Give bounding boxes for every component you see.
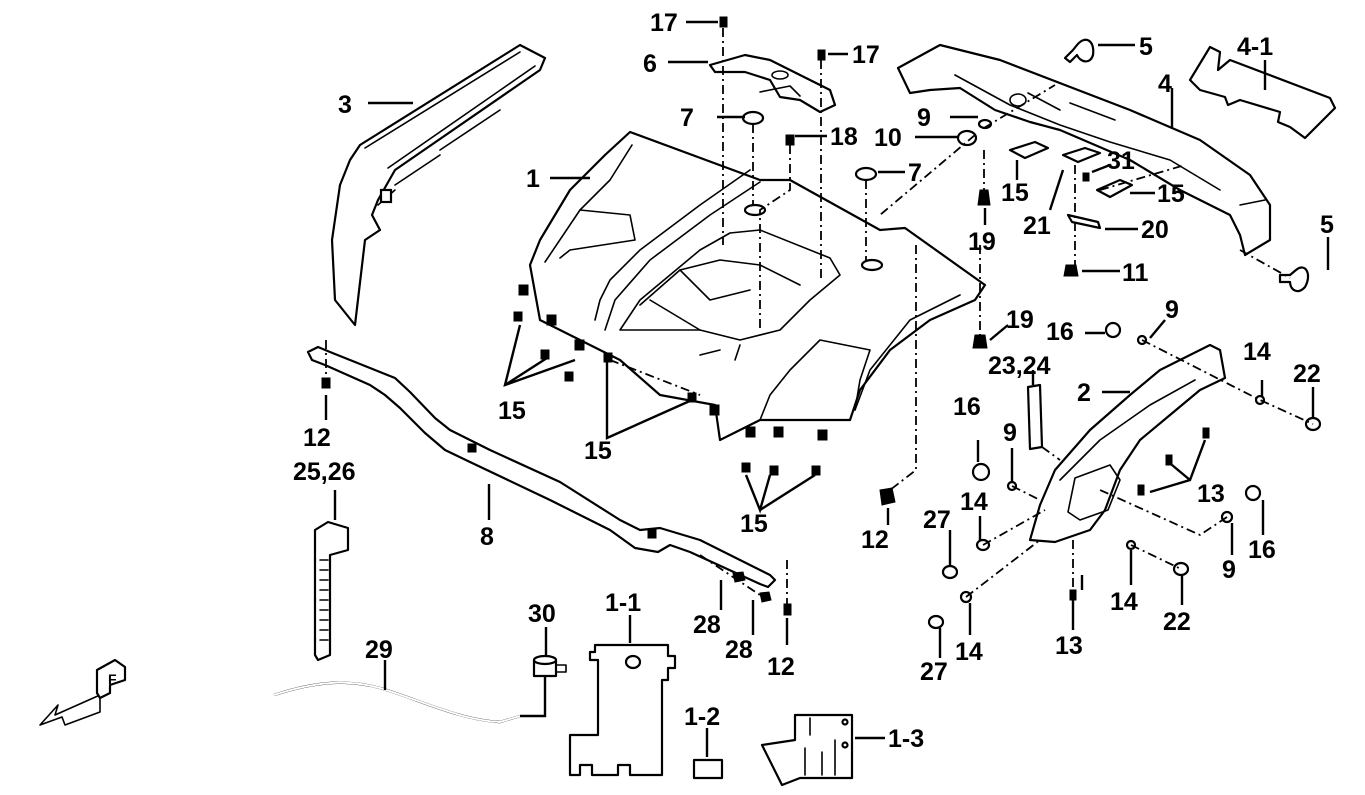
callout-30: 30 — [528, 600, 556, 628]
callout-1-3: 1-3 — [888, 725, 924, 753]
part-4-1-pad — [1188, 45, 1337, 140]
callout-7: 7 — [680, 104, 694, 132]
callout-15: 15 — [584, 437, 612, 465]
callout-8: 8 — [480, 523, 494, 551]
callout-15: 15 — [1157, 180, 1185, 208]
callout-14: 14 — [955, 638, 983, 666]
callout-14: 14 — [960, 488, 988, 516]
part-25-26-cable-tie — [313, 520, 350, 662]
callout-18: 18 — [830, 123, 858, 151]
callout-12: 12 — [861, 526, 889, 554]
clip-set-15-left — [513, 284, 828, 476]
part-1-2-label — [692, 758, 724, 780]
orientation-mark-label: F — [108, 671, 117, 687]
hardware-fasteners — [321, 16, 1322, 630]
part-1-1-label — [568, 643, 677, 777]
callout-3: 3 — [338, 91, 352, 119]
part-3-side-cover-left — [330, 43, 547, 327]
callout-27: 27 — [923, 506, 951, 534]
callout-5: 5 — [1320, 211, 1334, 239]
front-direction-arrow-icon: F — [39, 658, 127, 726]
callout-17: 17 — [852, 41, 880, 69]
callout-21: 21 — [1023, 212, 1051, 240]
callout-28: 28 — [693, 611, 721, 639]
callout-20: 20 — [1141, 216, 1169, 244]
callout-19: 19 — [1006, 306, 1034, 334]
callout-9: 9 — [1165, 296, 1179, 324]
callout-6: 6 — [643, 50, 657, 78]
callout-15: 15 — [1001, 179, 1029, 207]
callout-4: 4 — [1158, 70, 1172, 98]
callout-2: 2 — [1077, 379, 1091, 407]
callout-25-26: 25,26 — [293, 458, 356, 486]
callout-11: 11 — [1122, 259, 1149, 287]
callout-12: 12 — [767, 653, 795, 681]
callout-27: 27 — [920, 658, 948, 686]
callout-22: 22 — [1163, 608, 1191, 636]
callout-5: 5 — [1139, 33, 1153, 61]
callout-labels: 17 6 17 5 4-1 4 3 7 18 9 10 1 7 15 31 15… — [293, 9, 1334, 753]
callout-13: 13 — [1055, 632, 1083, 660]
callout-22: 22 — [1293, 360, 1321, 388]
callout-13: 13 — [1197, 480, 1225, 508]
callout-31: 31 — [1107, 147, 1135, 175]
callout-9: 9 — [917, 104, 931, 132]
callout-1: 1 — [526, 165, 540, 193]
part-29-hose — [273, 681, 521, 724]
callout-9: 9 — [1003, 419, 1017, 447]
callout-15: 15 — [740, 510, 768, 538]
leader-lines — [324, 20, 1330, 757]
part-30-clamp — [520, 654, 567, 718]
callout-19: 19 — [968, 228, 996, 256]
callout-7: 7 — [908, 159, 922, 187]
callout-4-1: 4-1 — [1237, 33, 1273, 61]
callout-29: 29 — [365, 636, 393, 664]
callout-1-2: 1-2 — [684, 703, 720, 731]
callout-1-1: 1-1 — [605, 589, 641, 617]
callout-10: 10 — [874, 124, 902, 152]
part-2-side-cover-right — [1028, 343, 1227, 544]
callout-16: 16 — [1046, 318, 1074, 346]
callout-17: 17 — [650, 9, 678, 37]
part-6-bracket — [708, 53, 837, 114]
callout-16: 16 — [1248, 536, 1276, 564]
callout-12: 12 — [303, 424, 331, 452]
callout-28: 28 — [725, 636, 753, 664]
callout-14: 14 — [1243, 338, 1271, 366]
callout-15: 15 — [498, 397, 526, 425]
callout-14: 14 — [1110, 588, 1138, 616]
callout-16: 16 — [953, 393, 981, 421]
assembly-lines — [325, 28, 1314, 604]
part-8-rear-bar — [306, 345, 777, 589]
part-4-rear-rail — [896, 43, 1272, 257]
part-1-3-label — [760, 713, 854, 787]
callout-9: 9 — [1222, 556, 1236, 584]
callout-23-24: 23,24 — [988, 352, 1051, 380]
